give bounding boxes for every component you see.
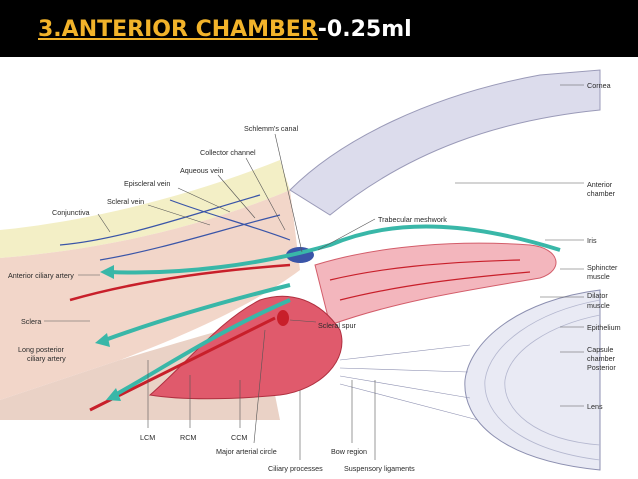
aqueous-flow-arrow-middle xyxy=(104,283,291,342)
label-ciliary-processes: Ciliary processes xyxy=(268,464,323,473)
title-bar: 3.ANTERIOR CHAMBER-0.25ml xyxy=(0,0,638,57)
label-sphincter-1: Sphincter xyxy=(587,263,618,272)
label-dilator-1: Dilator xyxy=(587,291,608,300)
label-lens: Lens xyxy=(587,402,603,411)
label-dilator-2: muscle xyxy=(587,301,610,310)
arrowhead-upper xyxy=(100,265,114,279)
label-sclera: Sclera xyxy=(21,317,41,326)
iris-vessels xyxy=(329,259,531,301)
arrowhead-lower xyxy=(106,388,121,401)
label-scleral-vein: Scleral vein xyxy=(107,197,144,206)
conjunctiva-layer xyxy=(0,160,290,258)
label-lcm: LCM xyxy=(140,433,155,442)
label-long-posterior-1: Long posterior xyxy=(18,345,65,354)
label-posterior: Posterior xyxy=(587,363,616,372)
label-epithelium: Epithelium xyxy=(587,323,621,332)
label-rcm: RCM xyxy=(180,433,196,442)
label-schlemms-canal: Schlemm's canal xyxy=(244,124,299,133)
cornea-shape xyxy=(289,69,601,216)
lens-shape xyxy=(464,289,601,471)
label-iris: Iris xyxy=(587,236,597,245)
episcleral-veins xyxy=(59,194,291,261)
label-scleral-spur: Scleral spur xyxy=(318,321,357,330)
arrowhead-middle xyxy=(95,333,110,347)
label-anterior-chamber-2: chamber xyxy=(587,189,616,198)
label-capsule-1: Capsule xyxy=(587,345,613,354)
slide-title: 3.ANTERIOR CHAMBER-0.25ml xyxy=(38,17,412,43)
label-bow-region: Bow region xyxy=(331,447,367,456)
label-ccm: CCM xyxy=(231,433,247,442)
suspensory-ligaments xyxy=(339,344,479,421)
label-long-posterior-2: ciliary artery xyxy=(27,354,66,363)
iris-shape xyxy=(314,242,557,326)
label-major-arterial-circle: Major arterial circle xyxy=(216,447,277,456)
label-capsule-2: chamber xyxy=(587,354,616,363)
title-main: 3.ANTERIOR CHAMBER xyxy=(38,17,318,42)
title-dash: - xyxy=(317,17,327,42)
lens-rings xyxy=(484,299,601,461)
aqueous-flow-arrow-lower xyxy=(114,298,291,397)
label-sphincter-2: muscle xyxy=(587,272,610,281)
aqueous-flow-arrow-upper xyxy=(109,224,561,275)
label-cornea: Cornea xyxy=(587,81,611,90)
label-trabecular-meshwork: Trabecular meshwork xyxy=(378,215,447,224)
label-anterior-ciliary-artery: Anterior ciliary artery xyxy=(8,271,74,280)
sclera-tissue xyxy=(0,190,300,400)
scleral-spur-node xyxy=(277,310,289,326)
anterior-chamber-diagram: Cornea Anterior chamber Iris Sphincter m… xyxy=(0,69,621,473)
label-suspensory-ligaments: Suspensory ligaments xyxy=(344,464,415,473)
anterior-ciliary-artery-vessel xyxy=(69,263,291,302)
ciliary-body xyxy=(148,295,343,400)
label-anterior-chamber-1: Anterior xyxy=(587,180,613,189)
title-volume: 0.25ml xyxy=(326,17,412,42)
label-collector-channel: Collector channel xyxy=(200,148,256,157)
label-episcleral-vein: Episcleral vein xyxy=(124,179,170,188)
label-conjunctiva: Conjunctiva xyxy=(52,208,90,217)
label-aqueous-vein: Aqueous vein xyxy=(180,166,224,175)
